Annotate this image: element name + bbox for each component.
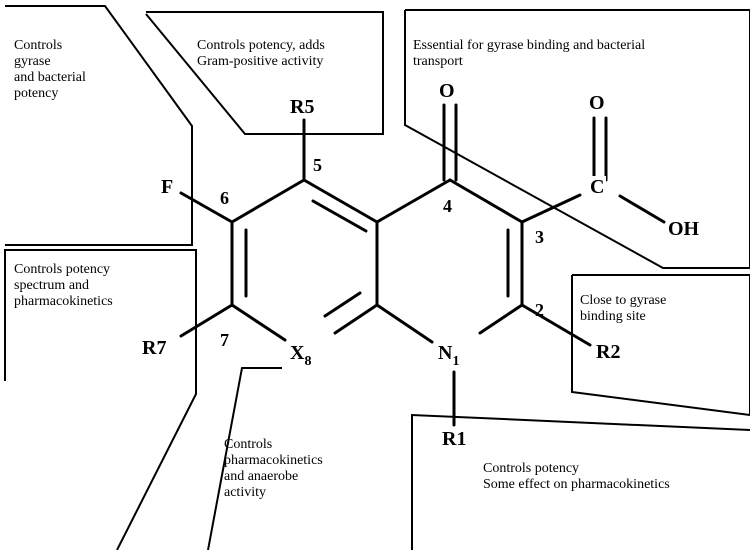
atom-n1: N1 [436,342,462,369]
atom-r2: R2 [594,341,623,363]
position-7: 7 [220,330,229,350]
box-top-left [5,5,193,246]
atom-r1: R1 [440,428,469,450]
position-4: 4 [443,196,452,216]
position-2: 2 [535,300,544,320]
box-mid-right [571,274,750,417]
position-5: 5 [313,155,322,175]
atom-carboxyl-carbon: C [588,176,607,198]
note-potency-pk-effect: Controls potency Some effect on pharmaco… [483,461,670,492]
box-mid-left [4,249,197,550]
atom-fluorine: F [159,176,176,198]
note-gyrase-binding-site: Close to gyrase binding site [580,293,667,324]
atom-acid-oxygen: O [587,92,607,114]
atom-x8: X8 [288,342,314,369]
box-top-right [404,9,750,269]
note-gyrase-bacterial-potency: Controls gyrase and bacterial potency [14,38,86,101]
box-bottom-center [207,367,282,550]
atom-r7: R7 [140,337,169,359]
note-pk-anaerobe-activity: Controls pharmacokinetics and anaerobe a… [224,437,323,500]
position-6: 6 [220,188,229,208]
box-bottom-right [411,413,750,550]
note-potency-spectrum-pk: Controls potency spectrum and pharmacoki… [14,262,113,309]
box-top-center [145,11,384,135]
atom-keto-oxygen: O [437,80,457,102]
note-gram-positive-activity: Controls potency, adds Gram-positive act… [197,38,325,69]
atom-hydroxyl: OH [666,218,702,240]
position-3: 3 [535,227,544,247]
note-gyrase-binding-transport: Essential for gyrase binding and bacteri… [413,38,646,69]
atom-r5: R5 [288,96,317,118]
